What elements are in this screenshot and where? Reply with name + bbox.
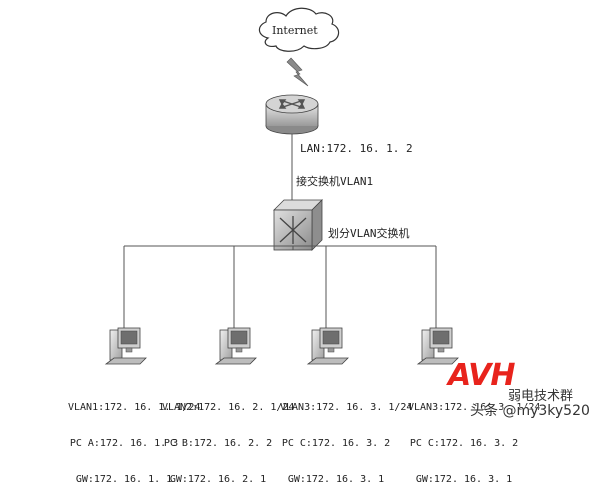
pc-vlan-line: VLAN3:172. 16. 3. 1/24 xyxy=(280,402,413,413)
pc-label-b: VLAN2:172. 16. 2. 1/24 PC B:172. 16. 2. … xyxy=(162,378,295,498)
pc-icon xyxy=(214,327,257,365)
watermark-overlay-text: 弱电技术群 xyxy=(508,389,574,404)
pc-icon xyxy=(416,327,459,365)
internet-label: Internet xyxy=(272,24,318,37)
network-diagram xyxy=(104,7,459,365)
uplink-label: 接交换机VLAN1 xyxy=(296,175,374,188)
router-icon xyxy=(265,94,319,135)
pc-gw-line: GW:172. 16. 3. 1 xyxy=(415,474,513,485)
switch-icon xyxy=(273,199,323,251)
switch-label: 划分VLAN交换机 xyxy=(328,227,410,240)
watermark-logo: AVH xyxy=(448,358,516,393)
pc-ip-line: PC C:172. 16. 3. 2 xyxy=(281,438,391,449)
pc-label-c: VLAN3:172. 16. 3. 1/24 PC C:172. 16. 3. … xyxy=(280,378,413,498)
watermark-text: 头条 @my3ky520 xyxy=(470,403,590,419)
pc-ip-line: PC B:172. 16. 2. 2 xyxy=(163,438,273,449)
router-lan-label: LAN:172. 16. 1. 2 xyxy=(300,142,413,155)
internet-cloud xyxy=(258,7,340,52)
pc-gw-line: GW:172. 16. 3. 1 xyxy=(287,474,385,485)
pc-gw-line: GW:172. 16. 2. 1 xyxy=(169,474,267,485)
pc-vlan-line: VLAN1:172. 16. 1. 1/24 xyxy=(68,402,201,413)
pc-icon xyxy=(306,327,349,365)
pc-icon xyxy=(104,327,147,365)
lightning-icon xyxy=(286,57,309,87)
pc-vlan-line: VLAN3:172. 16. 3. 1/24 xyxy=(408,402,541,413)
pc-label-d: VLAN3:172. 16. 3. 1/24 PC C:172. 16. 3. … xyxy=(408,378,541,498)
pc-ip-line: PC C:172. 16. 3. 2 xyxy=(409,438,519,449)
pc-vlan-line: VLAN2:172. 16. 2. 1/24 xyxy=(162,402,295,413)
